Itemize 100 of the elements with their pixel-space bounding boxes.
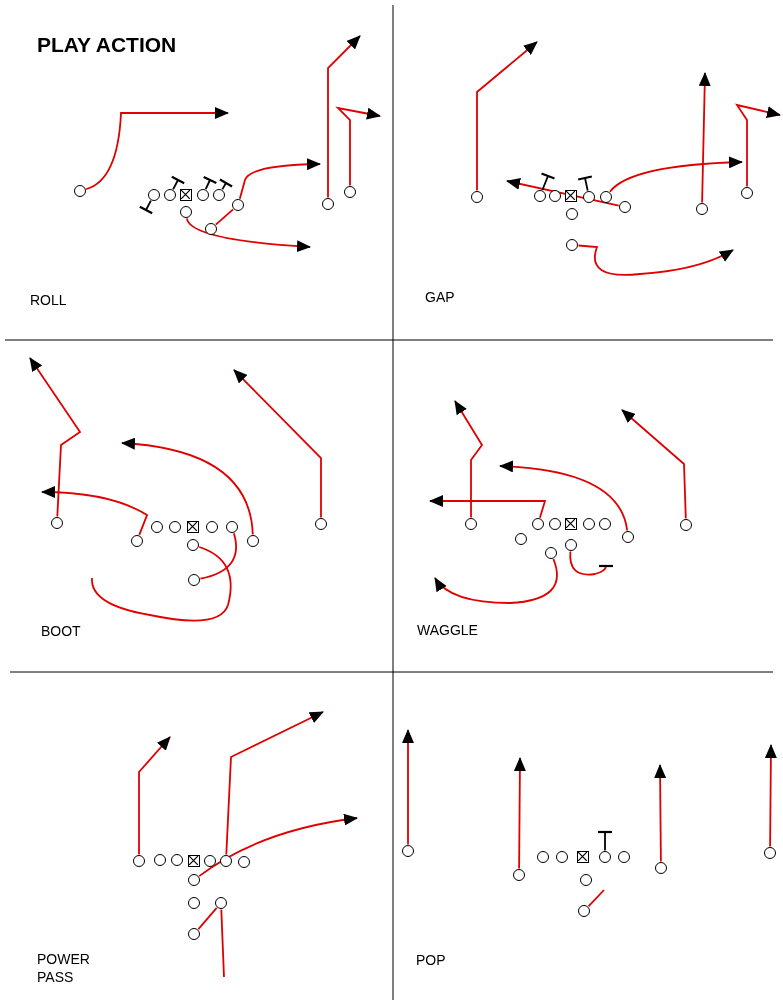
play-name: GAP bbox=[425, 288, 456, 306]
player-circle bbox=[545, 547, 557, 559]
route-arrow bbox=[764, 744, 777, 848]
center-box bbox=[187, 521, 199, 533]
player-circle bbox=[556, 851, 568, 863]
route-arrow bbox=[499, 460, 629, 532]
player-circle bbox=[583, 518, 595, 530]
player-circle bbox=[187, 539, 199, 551]
player-circle bbox=[188, 897, 200, 909]
route-arrow bbox=[41, 486, 148, 536]
player-circle bbox=[513, 869, 525, 881]
player-circle bbox=[655, 862, 667, 874]
center-box bbox=[577, 851, 589, 863]
player-circle bbox=[696, 203, 708, 215]
player-circle bbox=[537, 851, 549, 863]
route-line bbox=[197, 907, 218, 931]
route-arrow bbox=[198, 813, 358, 877]
route-arrow bbox=[577, 244, 734, 276]
play-name: POP bbox=[416, 951, 447, 969]
route-arrow bbox=[506, 177, 620, 207]
player-circle bbox=[205, 223, 217, 235]
player-circle bbox=[549, 190, 561, 202]
player-circle bbox=[151, 521, 163, 533]
route-arrow bbox=[454, 400, 484, 519]
block-line bbox=[202, 175, 218, 190]
player-circle bbox=[580, 874, 592, 886]
route-arrow bbox=[29, 357, 82, 518]
player-circle bbox=[188, 574, 200, 586]
route-line bbox=[91, 546, 232, 622]
route-arrow bbox=[121, 438, 254, 536]
route-line bbox=[220, 908, 225, 978]
player-circle bbox=[315, 518, 327, 530]
route-arrow bbox=[186, 217, 311, 253]
route-arrow bbox=[735, 103, 781, 188]
play-name: POWER PASS bbox=[37, 950, 91, 986]
player-circle bbox=[741, 187, 753, 199]
center-box bbox=[180, 189, 192, 201]
player-circle bbox=[148, 189, 160, 201]
block-line bbox=[540, 172, 556, 191]
player-circle bbox=[599, 851, 611, 863]
title: PLAY ACTION bbox=[37, 33, 177, 57]
center-box bbox=[565, 190, 577, 202]
player-circle bbox=[247, 535, 259, 547]
player-circle bbox=[154, 854, 166, 866]
block-line bbox=[596, 830, 614, 852]
route-arrow bbox=[402, 729, 414, 846]
play-name: ROLL bbox=[30, 291, 68, 309]
player-circle bbox=[213, 189, 225, 201]
player-circle bbox=[344, 186, 356, 198]
center-box bbox=[565, 518, 577, 530]
player-circle bbox=[188, 928, 200, 940]
player-circle bbox=[600, 191, 612, 203]
route-arrow bbox=[621, 409, 687, 520]
block-line bbox=[138, 199, 154, 215]
play-name: WAGGLE bbox=[417, 621, 479, 639]
player-circle bbox=[226, 521, 238, 533]
player-circle bbox=[238, 856, 250, 868]
player-circle bbox=[534, 190, 546, 202]
route-arrow bbox=[513, 757, 526, 870]
player-circle bbox=[565, 539, 577, 551]
player-circle bbox=[204, 855, 216, 867]
player-circle bbox=[206, 521, 218, 533]
player-circle bbox=[133, 855, 145, 867]
player-circle bbox=[566, 239, 578, 251]
player-circle bbox=[599, 518, 611, 530]
player-circle bbox=[220, 855, 232, 867]
player-circle bbox=[131, 535, 143, 547]
route-arrow bbox=[233, 369, 322, 519]
player-circle bbox=[74, 185, 86, 197]
player-circle bbox=[549, 518, 561, 530]
route-arrow bbox=[429, 495, 547, 519]
player-circle bbox=[171, 854, 183, 866]
play-name: BOOT bbox=[41, 622, 82, 640]
route-arrow bbox=[434, 558, 558, 604]
player-circle bbox=[51, 517, 63, 529]
route-arrow bbox=[698, 72, 711, 204]
route-arrow bbox=[138, 736, 171, 856]
route-arrow bbox=[335, 106, 381, 187]
player-circle bbox=[197, 189, 209, 201]
player-circle bbox=[465, 518, 477, 530]
player-circle bbox=[764, 847, 776, 859]
route-arrow bbox=[225, 711, 324, 856]
player-circle bbox=[618, 851, 630, 863]
block-line bbox=[218, 178, 234, 191]
player-circle bbox=[515, 533, 527, 545]
block-line bbox=[577, 175, 593, 192]
route-line bbox=[199, 532, 237, 580]
route-line bbox=[587, 889, 605, 908]
player-circle bbox=[232, 199, 244, 211]
block-line bbox=[569, 550, 615, 576]
player-circle bbox=[471, 191, 483, 203]
player-circle bbox=[322, 198, 334, 210]
player-circle bbox=[164, 189, 176, 201]
player-circle bbox=[583, 191, 595, 203]
block-line bbox=[170, 175, 186, 191]
player-circle bbox=[169, 521, 181, 533]
player-circle bbox=[180, 206, 192, 218]
player-circle bbox=[680, 519, 692, 531]
center-box bbox=[188, 855, 200, 867]
route-arrow bbox=[85, 107, 229, 191]
